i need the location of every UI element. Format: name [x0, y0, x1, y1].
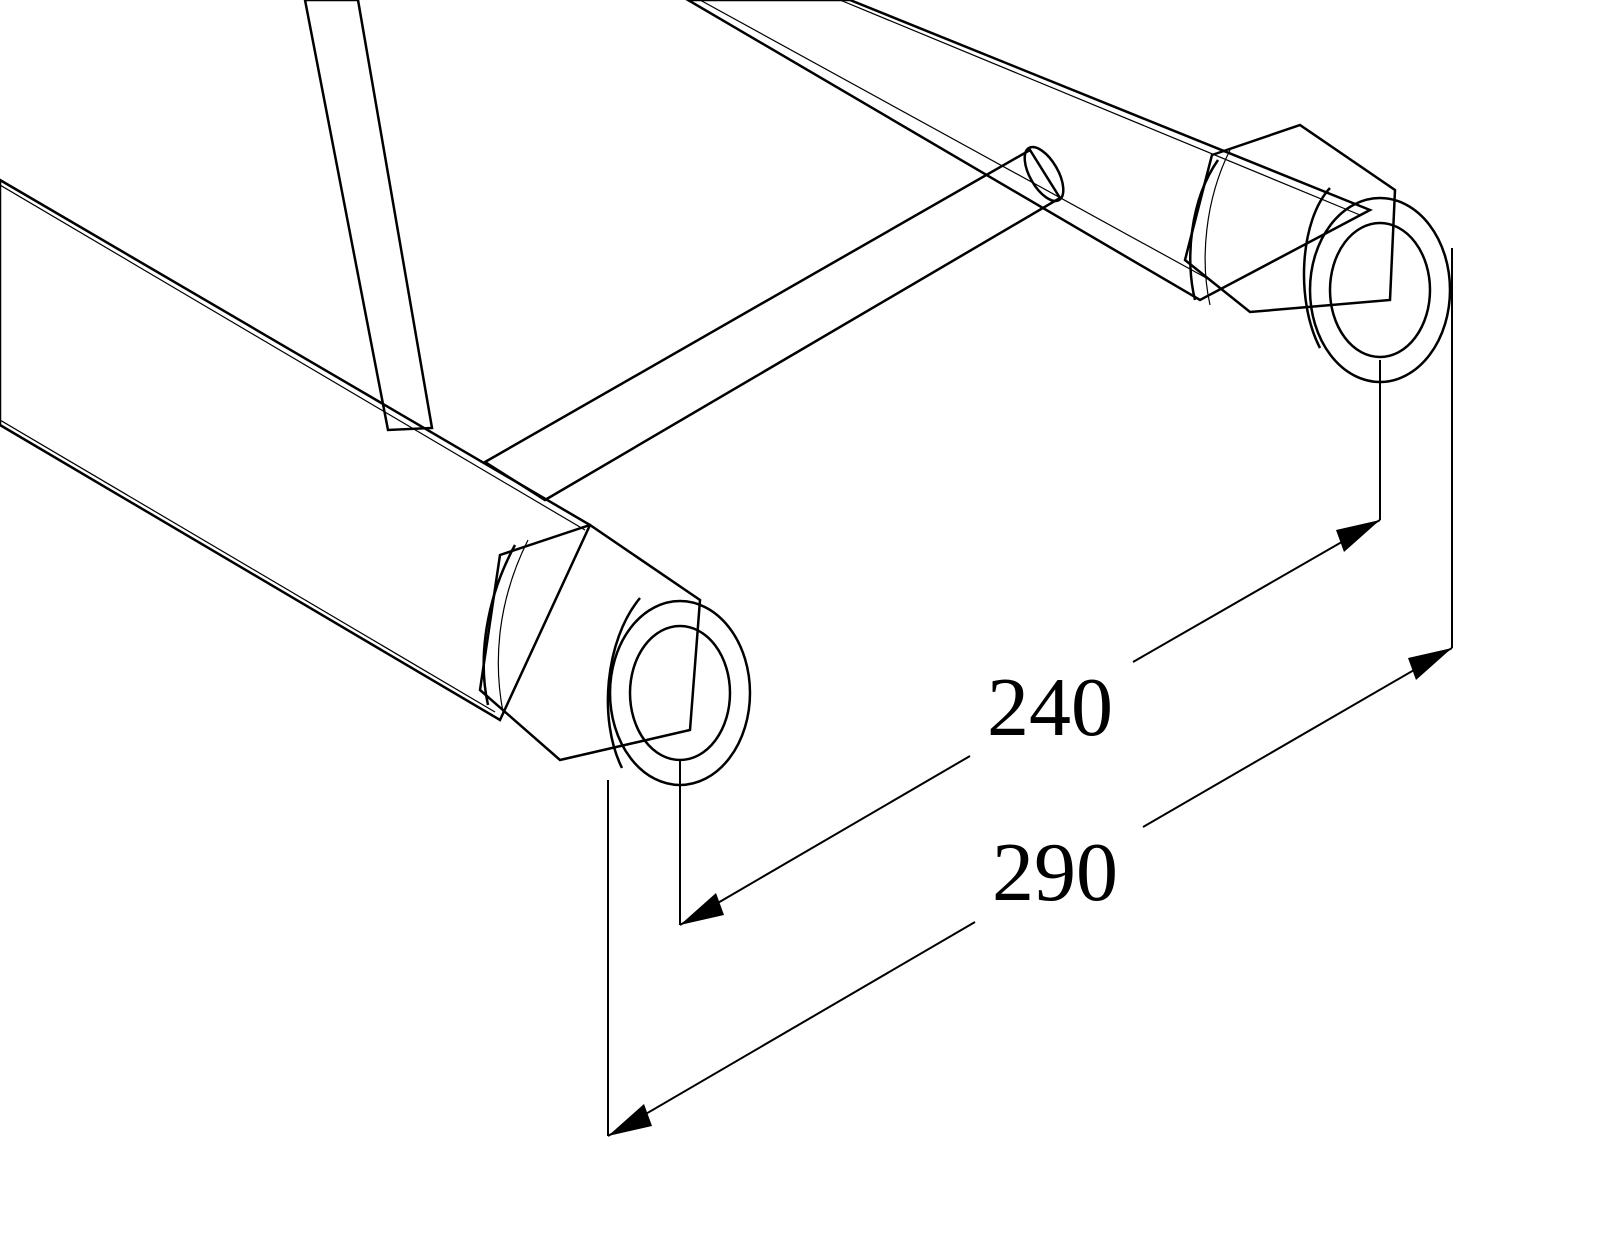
lower-chord-tube: [0, 178, 592, 722]
diagonal-brace: [303, 0, 434, 432]
lower-tube-end: [608, 599, 752, 787]
lower-connector-sleeve: [478, 523, 702, 769]
cross-member: [482, 145, 1065, 502]
upper-tube-end: [1308, 196, 1452, 384]
dimension-290-label: 290: [992, 826, 1118, 919]
upper-connector-sleeve: [1183, 123, 1397, 349]
upper-chord-tube: [685, 0, 1373, 302]
dimension-240-label: 240: [987, 661, 1113, 754]
dimension-290: 290: [607, 248, 1453, 1137]
dimension-240: 240: [679, 360, 1381, 926]
